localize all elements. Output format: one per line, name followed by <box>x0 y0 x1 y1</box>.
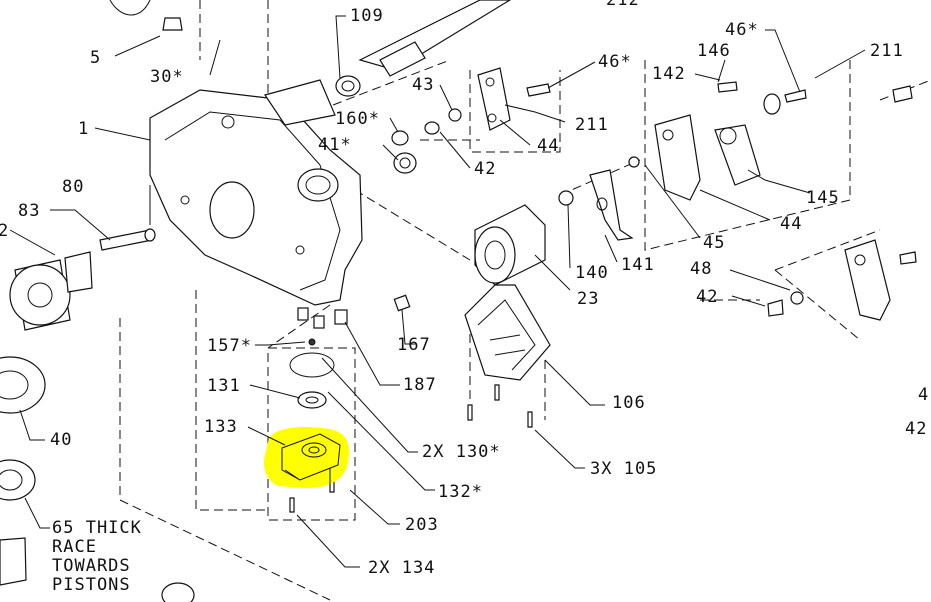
highlight-blob <box>263 427 350 488</box>
label-203: 203 <box>405 515 439 535</box>
label-44-a: 44 <box>537 136 559 156</box>
label-4: 4 <box>918 385 929 405</box>
highlighted-part-203[interactable] <box>263 427 350 488</box>
label-131: 131 <box>207 376 241 396</box>
label-132: 132* <box>438 482 483 502</box>
label-142: 142 <box>652 64 686 84</box>
note-line-4: PISTONS <box>52 575 131 595</box>
leader-lines <box>9 15 866 568</box>
label-2: 2 <box>0 221 9 241</box>
label-43: 43 <box>412 75 434 95</box>
label-109: 109 <box>350 6 384 26</box>
label-46-b: 46* <box>725 20 759 40</box>
label-211-b: 211 <box>870 41 904 61</box>
label-3x-105: 3X 105 <box>590 459 657 479</box>
callout-labels: 212 109 5 30* 1 43 46* 211 160* 41* 42 4… <box>0 0 929 578</box>
label-1: 1 <box>78 119 89 139</box>
label-187: 187 <box>403 375 437 395</box>
label-2x-134: 2X 134 <box>368 558 435 578</box>
label-40: 40 <box>50 430 72 450</box>
label-23: 23 <box>577 289 599 309</box>
label-157: 157* <box>207 336 252 356</box>
label-42-c: 42 <box>905 419 927 439</box>
note-line-2: RACE <box>52 537 97 557</box>
label-5: 5 <box>90 48 101 68</box>
label-141: 141 <box>621 255 655 275</box>
label-145: 145 <box>806 188 840 208</box>
label-106: 106 <box>612 393 646 413</box>
label-42-b: 42 <box>696 287 718 307</box>
dashed-assembly-lines <box>119 0 931 601</box>
label-83: 83 <box>18 201 40 221</box>
label-212: 212 <box>606 0 640 10</box>
label-45: 45 <box>703 233 725 253</box>
label-160: 160* <box>335 109 380 129</box>
label-211-a: 211 <box>575 115 609 135</box>
label-2x-130: 2X 130* <box>422 442 501 462</box>
note-line-3: TOWARDS <box>52 556 131 576</box>
label-30: 30* <box>150 67 184 87</box>
label-80: 80 <box>62 177 84 197</box>
note-line-1: 65 THICK <box>52 518 142 538</box>
label-44-b: 44 <box>780 214 802 234</box>
label-42-a: 42 <box>474 159 496 179</box>
label-48: 48 <box>690 259 712 279</box>
label-46-a: 46* <box>598 52 632 72</box>
label-41: 41* <box>318 135 352 155</box>
label-133: 133 <box>204 417 238 437</box>
label-167: 167 <box>397 335 431 355</box>
label-140: 140 <box>575 263 609 283</box>
assembly-note: 65 THICK RACE TOWARDS PISTONS <box>52 518 142 595</box>
label-146: 146 <box>697 41 731 61</box>
